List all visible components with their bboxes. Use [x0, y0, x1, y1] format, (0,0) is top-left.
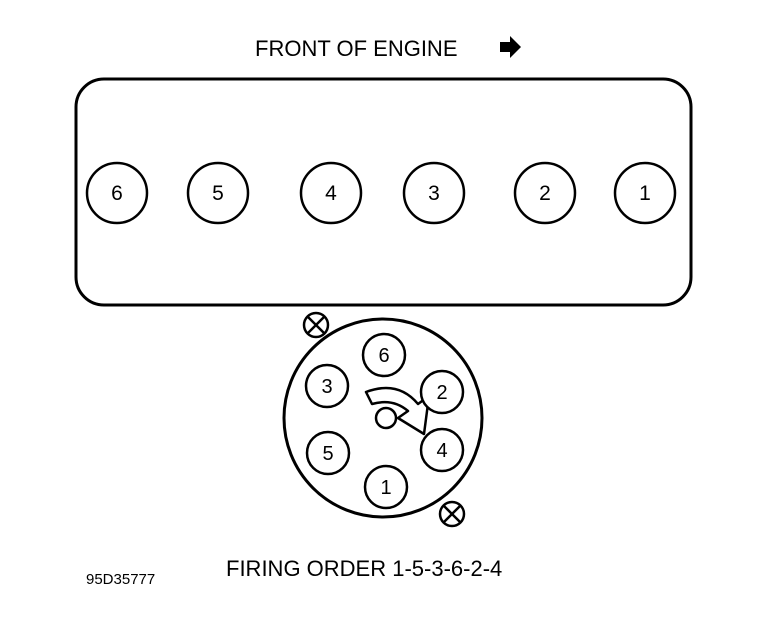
figure-id: 95D35777 — [86, 571, 155, 588]
front-of-engine-label: FRONT OF ENGINE — [255, 36, 458, 61]
cylinder-label: 1 — [639, 182, 651, 205]
cylinder-label: 5 — [212, 182, 224, 205]
cylinder-label: 6 — [111, 182, 123, 205]
terminal-label: 6 — [378, 345, 389, 367]
firing-order-caption: FIRING ORDER 1-5-3-6-2-4 — [226, 556, 502, 581]
terminal-label: 3 — [321, 376, 332, 398]
terminal-label: 2 — [436, 382, 447, 404]
cylinder-2: 2 — [513, 161, 577, 225]
terminal-label: 1 — [380, 477, 391, 499]
distributor-terminal-5: 5 — [305, 430, 351, 476]
terminal-label: 5 — [322, 443, 333, 465]
cylinder-label: 3 — [428, 182, 440, 205]
terminal-label: 4 — [436, 440, 447, 462]
cylinder-label: 4 — [325, 182, 337, 205]
distributor-terminal-3: 3 — [304, 363, 350, 409]
cylinder-label: 2 — [539, 182, 551, 205]
distributor-cap — [282, 317, 484, 519]
distributor-terminal-4: 4 — [419, 427, 465, 473]
right-arrow-icon — [500, 36, 521, 58]
distributor-terminal-6: 6 — [361, 332, 407, 378]
distributor-terminal-2: 2 — [419, 369, 465, 415]
cylinder-6: 6 — [85, 161, 149, 225]
cylinder-4: 4 — [299, 161, 363, 225]
hold-down-bolt-icon — [438, 500, 466, 528]
distributor-terminal-1: 1 — [363, 464, 409, 510]
cylinder-1: 1 — [613, 161, 677, 225]
rotation-arrow-icon — [364, 386, 431, 436]
cylinder-5: 5 — [186, 161, 250, 225]
engine-block — [74, 77, 693, 307]
cylinder-3: 3 — [402, 161, 466, 225]
rotor-shaft — [374, 406, 398, 430]
hold-down-bolt-icon — [302, 311, 330, 339]
